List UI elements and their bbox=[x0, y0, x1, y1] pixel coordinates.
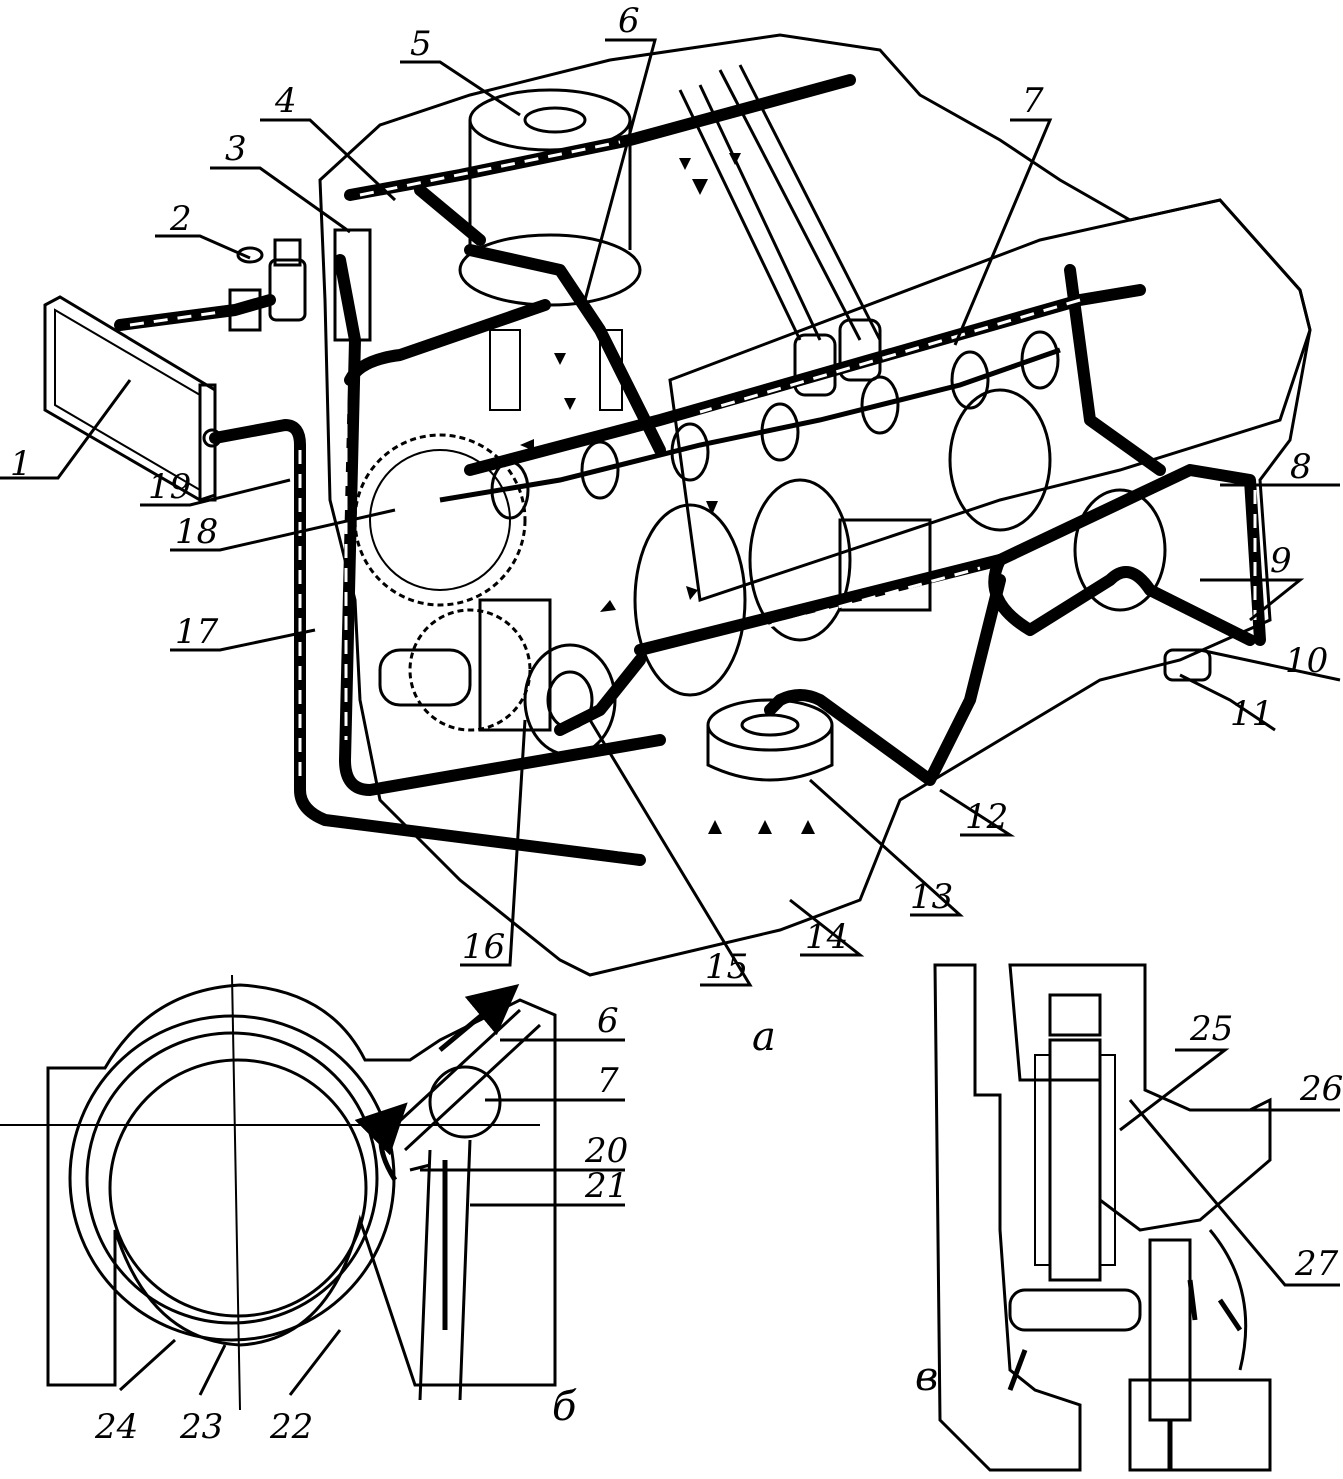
callout-12: 12 bbox=[965, 797, 1008, 837]
callout-7: 7 bbox=[1022, 81, 1044, 121]
cam-lobes bbox=[490, 330, 1060, 520]
oil-gallery-7 bbox=[428, 1065, 502, 1139]
crank-counterweight-4 bbox=[1073, 488, 1167, 612]
callout-19: 19 bbox=[148, 467, 191, 507]
valve-head bbox=[1008, 1288, 1142, 1332]
timing-gear-lower bbox=[408, 608, 532, 732]
oil-channel-21 bbox=[418, 1139, 472, 1401]
section-b-arrow-up bbox=[438, 983, 520, 1052]
callout-6: 6 bbox=[618, 1, 640, 41]
front-bearing-block bbox=[478, 598, 552, 732]
pushrod-4 bbox=[738, 64, 882, 341]
flow-arrows bbox=[520, 153, 815, 834]
figure-label-v: в bbox=[915, 1354, 938, 1400]
oil-lines bbox=[114, 74, 1266, 866]
callout-16: 16 bbox=[462, 927, 505, 967]
section-b-housing bbox=[46, 983, 557, 1387]
callout-v25: 25 bbox=[1189, 1009, 1233, 1049]
tappet-1 bbox=[793, 333, 837, 397]
front-shaft bbox=[378, 648, 472, 707]
callout-b23: 23 bbox=[179, 1407, 223, 1447]
callout-b7: 7 bbox=[597, 1061, 619, 1101]
section-b-axes bbox=[0, 974, 540, 1411]
valve-stem bbox=[1048, 1038, 1102, 1282]
section-v-housing bbox=[933, 963, 1082, 1472]
drain-plug bbox=[1163, 648, 1212, 682]
section-b-arrows bbox=[381, 1120, 448, 1330]
callout-17: 17 bbox=[175, 612, 219, 652]
callout-9: 9 bbox=[1270, 541, 1292, 581]
valve-guide-sleeve-2 bbox=[1099, 1054, 1116, 1266]
callout-b21: 21 bbox=[584, 1166, 628, 1206]
tappet-2 bbox=[838, 318, 882, 382]
callout-4: 4 bbox=[274, 81, 297, 121]
valve-section-v bbox=[933, 963, 1340, 1472]
callout-b22: 22 bbox=[269, 1407, 313, 1447]
callout-v27: 27 bbox=[1294, 1244, 1339, 1284]
oil-cooler-valve bbox=[228, 228, 372, 342]
oil-filter-boss bbox=[489, 329, 521, 411]
journal-bearing-shell bbox=[68, 1014, 396, 1342]
callout-13: 13 bbox=[910, 877, 953, 917]
bearing-section-b bbox=[0, 974, 625, 1411]
callout-b24: 24 bbox=[94, 1407, 138, 1447]
main-bearing-block bbox=[838, 518, 932, 612]
callout-leaders-a bbox=[0, 38, 1341, 987]
callout-2: 2 bbox=[169, 199, 192, 239]
valve-outlet-curve bbox=[1208, 1229, 1248, 1371]
oil-filter-cap bbox=[523, 106, 587, 134]
callout-b20: 20 bbox=[584, 1131, 628, 1171]
figure-label-a: а bbox=[752, 1014, 776, 1060]
callout-3: 3 bbox=[225, 129, 247, 169]
callout-10: 10 bbox=[1285, 641, 1328, 681]
section-v-stem-top bbox=[1048, 993, 1102, 1037]
crank-counterweight-3 bbox=[948, 388, 1052, 532]
callout-1: 1 bbox=[10, 444, 32, 484]
pushrod-1 bbox=[678, 89, 802, 341]
figure-part-labels: а б в bbox=[552, 1014, 938, 1430]
callout-numbers: 1 2 3 4 5 6 7 8 9 10 11 12 13 14 15 16 1… bbox=[10, 1, 1343, 1447]
callout-18: 18 bbox=[175, 512, 218, 552]
callout-b6: 6 bbox=[597, 1001, 619, 1041]
crank-counterweight-1 bbox=[633, 503, 747, 697]
engine-view-a bbox=[0, 33, 1341, 987]
callout-11: 11 bbox=[1230, 694, 1273, 734]
section-v-bottom-block bbox=[1128, 1378, 1272, 1472]
figure-label-b: б bbox=[552, 1384, 577, 1430]
section-b-leaders bbox=[118, 1038, 625, 1396]
valve-spring-tube bbox=[1148, 1238, 1192, 1422]
pushrod-2 bbox=[698, 84, 822, 341]
section-v-arrows bbox=[1007, 1279, 1243, 1470]
callout-5: 5 bbox=[410, 24, 432, 64]
camshaft bbox=[439, 347, 1061, 503]
callout-v26: 26 bbox=[1299, 1069, 1343, 1109]
timing-gear-upper-inner bbox=[369, 449, 511, 591]
callout-15: 15 bbox=[705, 947, 748, 987]
timing-gear-upper bbox=[353, 433, 527, 607]
callout-8: 8 bbox=[1290, 447, 1312, 487]
journal-bearing-liner bbox=[85, 1031, 379, 1325]
crank-counterweight-2 bbox=[748, 478, 852, 642]
section-v-leaders bbox=[1119, 1048, 1340, 1287]
valve-guide-sleeve bbox=[1034, 1054, 1051, 1266]
callout-14: 14 bbox=[805, 917, 848, 957]
